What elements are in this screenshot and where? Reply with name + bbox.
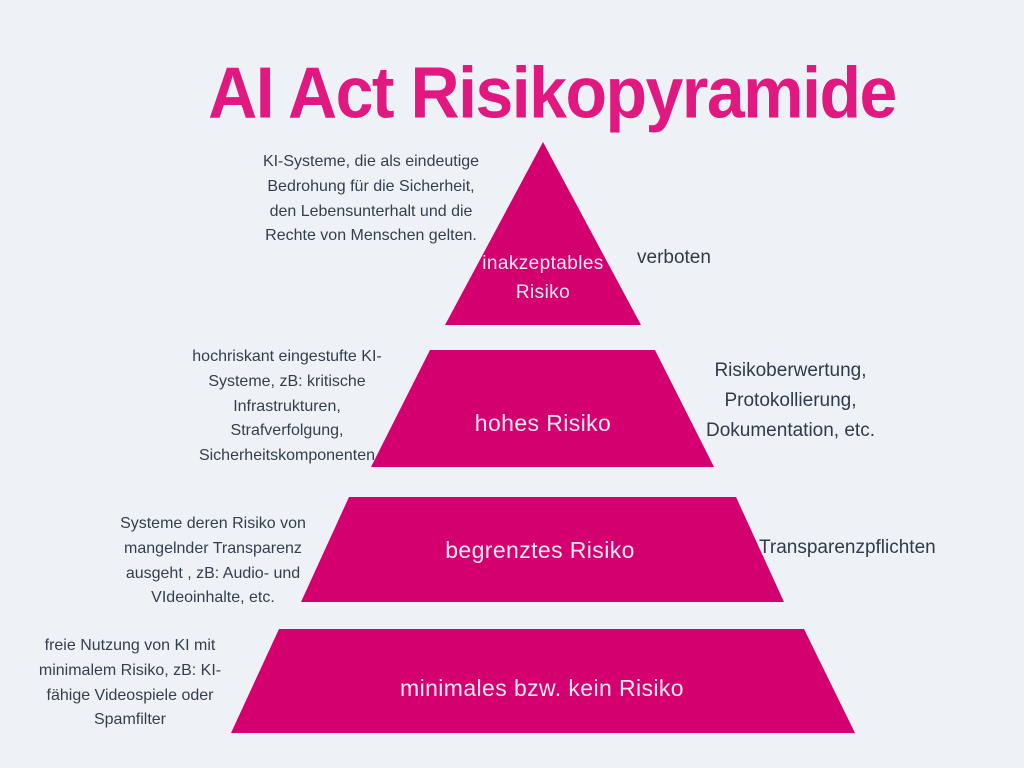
note-unacceptable-description: KI-Systeme, die als eindeutige Bedrohung… (262, 153, 480, 245)
pyramid-level-limited-shape (301, 497, 784, 602)
note-limited-consequence: Transparenzpflichten (759, 537, 936, 558)
level-label-high: hohes Risiko (474, 410, 612, 436)
note-high-consequence: Risikoberwertung, Protokollierung, Dokum… (706, 360, 875, 442)
pyramid-level-high-shape (371, 350, 714, 467)
note-limited-description: Systeme deren Risiko von mangelnder Tran… (120, 515, 306, 607)
note-high-description: hochriskant eingestufte KI-Systeme, zB: … (192, 348, 382, 465)
note-unacceptable-consequence: verboten (637, 247, 711, 268)
pyramid-level-minimal-shape (231, 629, 855, 733)
page-title: AI Act Risikopyramide (208, 53, 897, 134)
level-label-minimal: minimales bzw. kein Risiko (400, 675, 684, 701)
level-label-limited: begrenztes Risiko (445, 537, 635, 563)
note-minimal-description: freie Nutzung von KI mit minimalem Risik… (38, 637, 222, 729)
level-label-unacceptable: inakzeptables Risiko (482, 253, 604, 303)
pyramid-level-unacceptable-shape (445, 142, 641, 325)
